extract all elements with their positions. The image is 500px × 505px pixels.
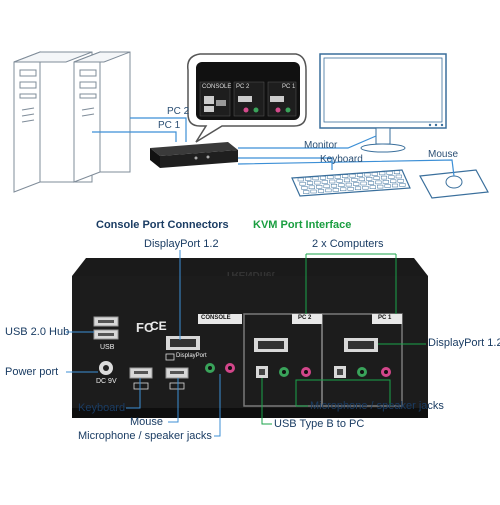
panel-pc1-label: PC 1 [378,315,392,321]
keyboard-key [369,185,376,189]
keyboard-key [338,183,345,187]
keyboard-key [397,179,404,183]
keyboard-key [390,179,397,184]
keyboard-key [399,183,406,187]
keyboard-key [391,183,399,188]
keyboard-key [305,177,312,181]
keyboard-key [297,177,304,182]
keyboard-key [377,184,384,189]
keyboard-key [349,173,356,178]
zoom-pc2-label: PC 2 [236,84,250,90]
svg-text:FC: FC [136,320,154,335]
keyboard-key [329,179,336,184]
keyboard-key [395,174,402,179]
keyboard-key [351,178,358,182]
mic-speaker-right-label: Microphone / speaker jacks [310,400,444,412]
panel-pc2-label: PC 2 [298,315,312,321]
keyboard-key [364,172,371,177]
two-computers-label: 2 x Computers [312,238,384,250]
callout-lines [66,250,426,437]
keyboard-key [375,180,382,185]
keyboard-cable [238,157,333,170]
zoom-console-label: CONSOLE [202,84,232,90]
keyboard-key [308,185,315,190]
keyboard-key [314,180,321,185]
keyboard-key [353,182,360,186]
power-port-label: Power port [5,366,59,378]
keyboard-label: Keyboard [320,154,363,165]
keyboard-key [303,190,310,194]
keyboard-key [356,173,364,177]
keyboard-key [312,176,319,181]
mouse-pad [419,169,489,199]
pc-cables [92,117,187,142]
keyboard-key [379,171,386,176]
mouse-cable [237,159,455,177]
keyboard-key [354,186,362,191]
keyboard-key [325,188,332,193]
keyboard-key [343,178,351,183]
keyboard-key [380,175,388,180]
keyboard-key [366,177,373,181]
keyboard-key [342,174,349,178]
pc2-label: PC 2 [167,106,190,117]
mouse-label: Mouse [428,149,459,160]
keyboard-key [358,177,365,182]
keyboard-key [330,183,338,188]
keyboard-key [327,175,334,180]
keyboard-key [319,176,327,180]
keyboard [291,169,411,197]
mouse-port-label: Mouse [130,416,164,428]
displayport-top-label: DisplayPort 1.2 [144,238,219,250]
keyboard-key [373,176,380,180]
zoom-bubble [187,53,307,143]
keyboard-key [301,186,308,190]
keyboard-key [321,180,328,184]
keyboard-key [334,175,341,179]
zoom-pc1-label: PC 1 [282,84,296,90]
keyboard-key [340,187,347,192]
keyboard-key [371,172,378,176]
keyboard-key [336,179,343,183]
console-port-title: Console Port Connectors [96,219,229,231]
displayport-right-label: DisplayPort 1.2 [428,337,500,349]
panel-console-label: CONSOLE [201,315,231,321]
keyboard-port-label: Keyboard [78,402,126,414]
kvm-port-title: KVM Port Interface [253,219,352,231]
keyboard-key [332,188,339,192]
keyboard-key [362,185,369,190]
keyboard-key [323,184,330,189]
monitor [319,53,447,153]
keyboard-key [317,189,325,193]
keyboard-key [382,180,389,184]
svg-text:TRENDnet: TRENDnet [225,269,275,280]
pc1-label: PC 1 [158,120,181,131]
keyboard-key [388,175,395,179]
tower-pc-2 [73,51,131,183]
usb-hub-label: USB 2.0 Hub [5,326,70,338]
monitor-label: Monitor [304,140,338,151]
panel-usb-label: USB [100,344,115,351]
keyboard-key [386,171,393,175]
keyboard-key [306,181,314,185]
kvm-rear-panel: TRENDnet FC [72,258,428,418]
keyboard-key [347,187,354,191]
monitor-cable [238,135,377,149]
keyboard-key [299,181,306,186]
keyboard-key [310,189,317,194]
keyboard-key [384,184,391,188]
keyboard-key [316,185,323,189]
keyboard-key [345,182,352,187]
panel-dp-label: DisplayPort [176,353,207,359]
keyboard-key [367,181,375,185]
ce-mark: CE [150,319,167,333]
usb-type-b-label: USB Type B to PC [274,418,365,430]
keyboard-key [360,181,367,186]
panel-dc-label: DC 9V [96,378,117,385]
keyboard-key [393,170,401,175]
kvm-switch-small [150,142,238,168]
mic-speaker-left-label: Microphone / speaker jacks [78,430,212,442]
